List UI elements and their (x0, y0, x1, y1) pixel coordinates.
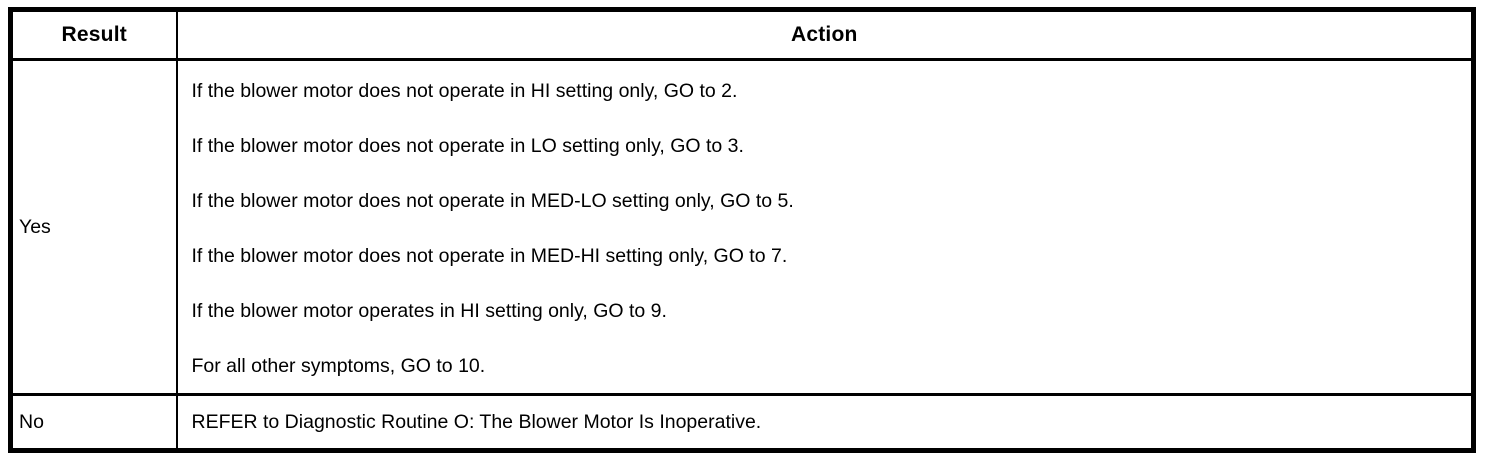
action-column-header: Action (175, 8, 1475, 61)
table-row-no: No REFER to Diagnostic Routine O: The Bl… (9, 393, 1475, 452)
action-cell-yes: If the blower motor does not operate in … (175, 58, 1475, 396)
result-cell-yes: Yes (9, 58, 178, 396)
table-header-row: Result Action (9, 8, 1475, 61)
action-line-1: If the blower motor does not operate in … (191, 80, 738, 102)
action-cell-no: REFER to Diagnostic Routine O: The Blowe… (175, 393, 1475, 452)
result-cell-no: No (9, 393, 178, 452)
action-line-6: For all other symptoms, GO to 10. (191, 355, 486, 377)
table-row-yes: Yes If the blower motor does not operate… (9, 58, 1475, 396)
action-line-2: If the blower motor does not operate in … (191, 135, 744, 157)
action-line-3: If the blower motor does not operate in … (191, 190, 794, 212)
action-line-5: If the blower motor operates in HI setti… (191, 300, 667, 322)
action-line-refer: REFER to Diagnostic Routine O: The Blowe… (191, 411, 762, 433)
action-line-4: If the blower motor does not operate in … (191, 245, 788, 267)
result-column-header: Result (9, 8, 178, 61)
diagnostic-result-action-table: Result Action Yes If the blower motor do… (8, 7, 1476, 453)
